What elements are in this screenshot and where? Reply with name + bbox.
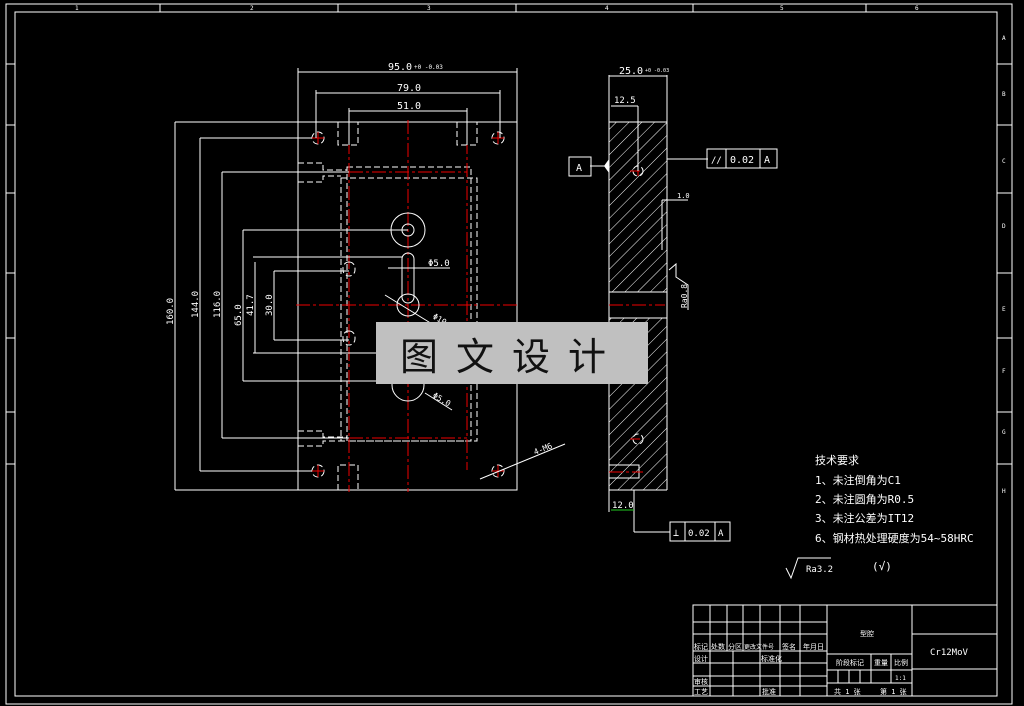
runner-slot <box>401 252 415 304</box>
dim-thickness: 25.0 <box>619 66 643 77</box>
note-item: 3、未注公差为IT12 <box>815 511 914 525</box>
other-surfaces: (√) <box>872 560 892 573</box>
watermark-overlay: 图文设计 <box>376 322 648 384</box>
parallel-datum: A <box>764 155 770 166</box>
row-label: A <box>1002 35 1006 42</box>
dim-thickness-tol: +0 -0.03 <box>645 68 669 74</box>
row-label: E <box>1002 306 1006 313</box>
tb-header: 处数 <box>711 642 725 651</box>
roughness-ra08: Ra0.8 <box>680 284 689 308</box>
scale-label: 比例 <box>894 658 908 667</box>
dim-corner-holes: 4-M6 <box>532 441 553 457</box>
dim-half: 12.5 <box>614 96 636 106</box>
material: Cr12MoV <box>930 648 969 658</box>
sheets-total: 共 1 张 <box>834 687 861 696</box>
parallel-tolerance-frame <box>706 148 778 169</box>
weight-label: 重量 <box>874 659 888 667</box>
hole-10 <box>396 293 420 317</box>
inner-frame <box>14 11 998 697</box>
col-label: 5 <box>780 5 784 12</box>
notes-title: 技术要求 <box>815 454 859 467</box>
note-item: 2、未注圆角为R0.5 <box>815 492 914 506</box>
datum-a-label: A <box>576 163 582 174</box>
dim-height-116: 116.0 <box>213 291 223 318</box>
cavity-outline <box>346 166 472 442</box>
tb-header: 签名 <box>782 642 796 651</box>
row-label: G <box>1002 429 1006 436</box>
col-label: 1 <box>75 5 79 12</box>
dim-slot-dia: Φ5.0 <box>428 259 450 269</box>
tb-row-label: 标准化 <box>761 654 782 663</box>
tb-header: 年月日 <box>803 642 824 651</box>
col-label: 4 <box>605 5 609 12</box>
technical-notes: 技术要求 1、未注倒角为C1 2、未注圆角为R0.5 3、未注公差为IT12 6… <box>785 454 974 580</box>
dim-width-51: 51.0 <box>397 101 421 112</box>
tb-header: 标记 <box>694 642 708 651</box>
dim-tol: +0 -0.03 <box>414 64 443 71</box>
tb-header: 更改文件号 <box>744 643 774 651</box>
dim-width-95: 95.0 <box>388 62 412 73</box>
dim-hole-5: Φ5.0 <box>431 391 452 409</box>
tb-row-label: 设计 <box>694 654 708 663</box>
scale-value: 1:1 <box>895 675 906 682</box>
note-item: 6、钢材热处理硬度为54~58HRC <box>815 531 974 545</box>
perpendicular-datum: A <box>718 529 724 539</box>
parallel-value: 0.02 <box>730 155 754 166</box>
col-label: 6 <box>915 5 919 12</box>
tb-row-label: 批准 <box>762 687 776 696</box>
dim-bottom: 12.0 <box>612 501 634 511</box>
row-label: D <box>1002 223 1006 230</box>
roughness-symbol <box>785 557 831 580</box>
note-item: 1、未注倒角为C1 <box>815 473 901 487</box>
perpendicular-value: 0.02 <box>688 529 710 539</box>
dim-depth: 1.0 <box>677 192 690 200</box>
title-block <box>692 604 998 697</box>
col-label: 2 <box>250 5 254 12</box>
parallel-symbol: // <box>711 156 722 166</box>
front-view <box>174 68 566 492</box>
perpendicular-tolerance-frame <box>669 521 731 542</box>
dim-width-79: 79.0 <box>397 83 421 94</box>
surface-roughness: Ra3.2 <box>806 565 833 575</box>
datum-a-box <box>568 156 592 177</box>
dim-height-30: 30.0 <box>265 294 275 316</box>
part-name: 型腔 <box>860 629 874 638</box>
row-label: C <box>1002 158 1006 165</box>
perpendicular-symbol: ⊥ <box>673 528 679 539</box>
dim-height-65: 65.0 <box>234 304 244 326</box>
side-view <box>568 75 778 542</box>
col-label: 3 <box>427 5 431 12</box>
row-label: H <box>1002 488 1006 495</box>
tb-row-label: 审核 <box>694 677 708 686</box>
tb-row-label: 工艺 <box>694 688 708 696</box>
stage-label: 阶段标记 <box>836 658 864 667</box>
border-zones <box>6 4 1012 465</box>
row-label: F <box>1002 368 1006 375</box>
sheet-number: 第 1 张 <box>880 687 907 696</box>
tb-header: 分区 <box>728 642 742 651</box>
outer-frame <box>5 3 1013 705</box>
row-label: B <box>1002 91 1006 98</box>
dim-height-160: 160.0 <box>166 298 176 325</box>
dim-height-41: 41.7 <box>246 294 256 316</box>
dim-height-144: 144.0 <box>191 291 201 318</box>
